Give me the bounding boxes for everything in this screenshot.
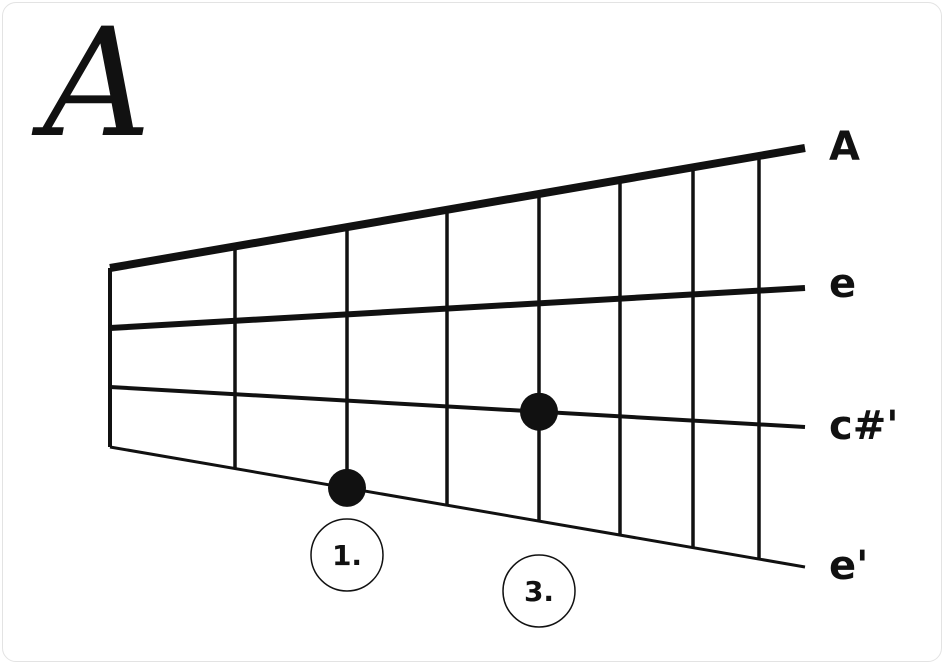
string-label-A: A bbox=[829, 124, 860, 170]
strings bbox=[109, 144, 806, 569]
frets bbox=[108, 155, 761, 560]
finger-markers: 1. 3. bbox=[310, 392, 576, 628]
string-label-e-high: e' bbox=[829, 543, 868, 589]
string-1 bbox=[109, 144, 806, 272]
finger-dot-1 bbox=[328, 468, 366, 507]
string-4 bbox=[109, 445, 806, 569]
string-3 bbox=[109, 385, 806, 429]
finger-number-circle-1 bbox=[310, 518, 384, 592]
finger-number-label-2: 3. bbox=[524, 575, 554, 608]
string-2 bbox=[109, 285, 806, 331]
finger-dot-2 bbox=[520, 392, 558, 431]
string-label-e: e bbox=[829, 261, 856, 307]
string-label-c-sharp: c#' bbox=[829, 403, 898, 449]
finger-number-circle-2 bbox=[502, 554, 576, 628]
string-labels: A e c#' e' bbox=[829, 124, 898, 589]
fretboard-diagram: A 1. 3. A e c#' e' bbox=[31, 3, 898, 628]
finger-number-label-1: 1. bbox=[332, 539, 362, 572]
chord-title: A bbox=[31, 3, 151, 171]
